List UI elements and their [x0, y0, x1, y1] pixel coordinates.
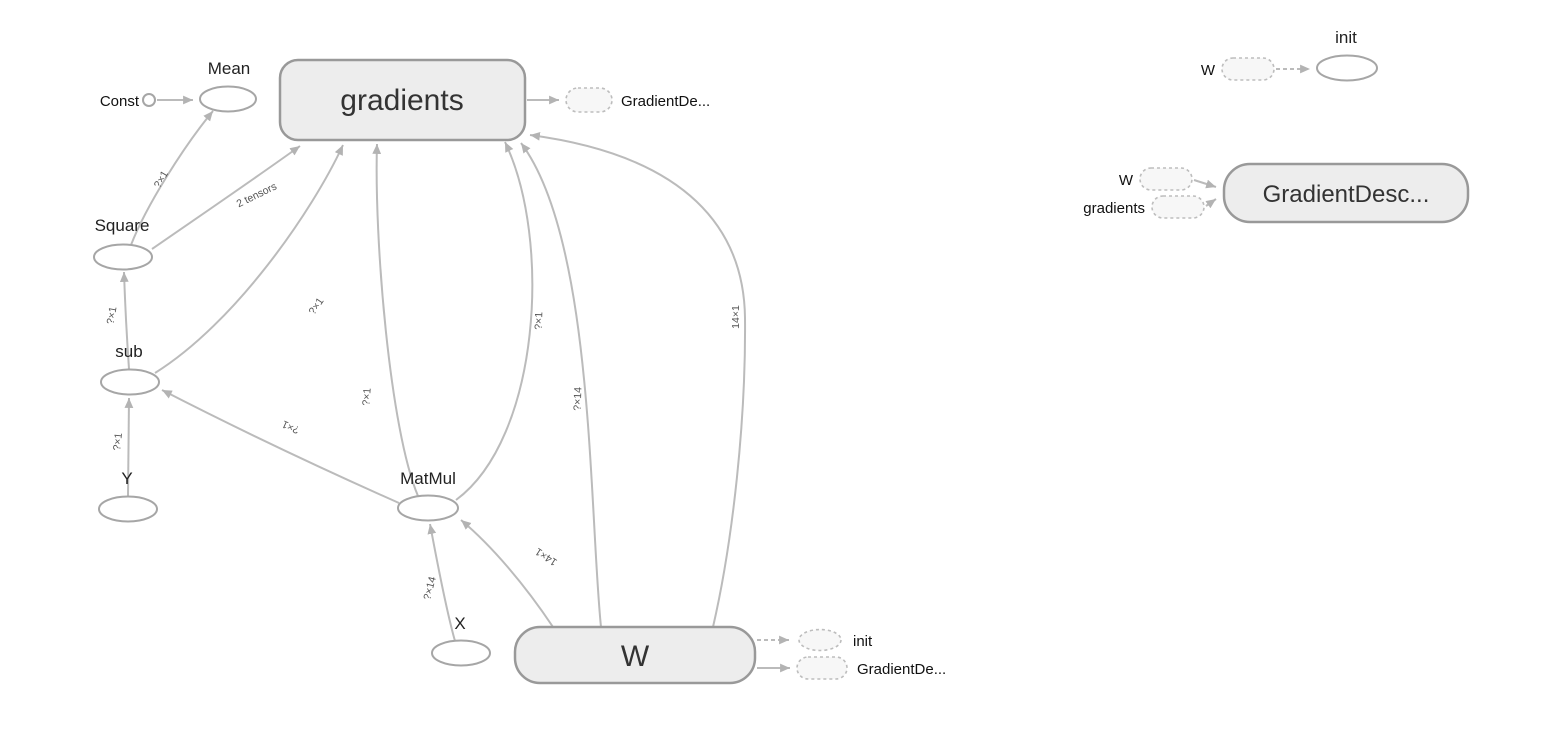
edge-square-mean: [130, 110, 214, 246]
aux-gradient-descent-group[interactable]: W gradients GradientDesc...: [1083, 162, 1470, 224]
edge-label-square-mean: ?×1: [152, 169, 171, 191]
edge-sub-square: [119, 271, 130, 370]
square-shape: [93, 243, 153, 271]
aux-gd-input-gradients-label: gradients: [1083, 200, 1145, 217]
x-label: X: [454, 614, 465, 633]
mean-label: Mean: [208, 59, 251, 78]
w-gd-ref-label: GradientDe...: [857, 661, 946, 678]
sub-shape: [100, 368, 160, 396]
matmul-shape: [397, 494, 459, 522]
aux-init-group[interactable]: init W: [1201, 28, 1378, 82]
y-shape: [98, 495, 158, 523]
node-square[interactable]: Square: [93, 216, 153, 271]
edge-sub-gradients: [154, 144, 344, 374]
main-graph: ?×1 2 tensors ?×1 ?×1 ?×1 ?×1 ?×1 ?×1 ?×…: [93, 58, 946, 685]
node-gradients[interactable]: gradients: [278, 58, 527, 142]
edge-label-square-gradients: 2 tensors: [235, 180, 279, 210]
annotation-w-init[interactable]: init: [798, 628, 873, 652]
gradients-output-ref-label: GradientDe...: [621, 93, 710, 110]
edge-label-w-gradients-b: 14×1: [730, 305, 742, 329]
edge-label-w-gradients-a: ?×14: [572, 387, 585, 411]
node-w[interactable]: W: [513, 625, 757, 685]
aux-gd-input-gradients-stub[interactable]: [1151, 195, 1205, 219]
edge-label-matmul-sub: ?×1: [280, 418, 301, 436]
square-label: Square: [95, 216, 150, 235]
node-y[interactable]: Y: [98, 469, 158, 523]
edge-w-gradients-a: [520, 142, 602, 628]
edge-label-sub-square: ?×1: [105, 306, 120, 326]
w-init-ref-label: init: [853, 633, 873, 650]
edge-x-matmul: [427, 523, 456, 642]
w-init-ref-shape: [798, 628, 842, 652]
edge-label-w-matmul: 14×1: [533, 545, 560, 568]
gradients-label: gradients: [340, 84, 463, 117]
edge-label-matmul-gradients-b: ?×1: [533, 312, 546, 330]
edge-y-sub: [124, 397, 134, 497]
gradients-output-ref-shape: [565, 87, 613, 113]
edge-w-gradients-b: [529, 131, 747, 628]
matmul-label: MatMul: [400, 469, 456, 488]
edge-matmul-gradients-a: [372, 143, 419, 497]
node-matmul[interactable]: MatMul: [397, 469, 459, 522]
w-shape: [513, 625, 757, 685]
node-const[interactable]: Const: [100, 93, 156, 110]
const-shape: [142, 93, 156, 107]
edge-label-matmul-gradients-a: ?×1: [360, 387, 373, 406]
edge-aux-gradients-gd: [1205, 198, 1217, 209]
w-gd-ref-shape: [796, 656, 848, 680]
w-label: W: [621, 640, 650, 673]
edge-square-gradients: [151, 145, 301, 250]
aux-init-title: init: [1335, 28, 1357, 47]
aux-graph: init W W gradients GradientDesc...: [1083, 28, 1470, 224]
edge-matmul-sub: [161, 389, 400, 504]
const-label: Const: [100, 93, 140, 110]
x-shape: [431, 639, 491, 667]
edge-label-x-matmul: ?×14: [421, 575, 438, 601]
annotation-gradients-output[interactable]: GradientDe...: [565, 87, 710, 113]
node-x[interactable]: X: [431, 614, 491, 667]
edge-label-sub-gradients: ?×1: [307, 295, 327, 317]
aux-gd-input-w-stub[interactable]: [1139, 167, 1193, 191]
node-sub[interactable]: sub: [100, 342, 160, 396]
aux-gd-shape[interactable]: [1222, 162, 1470, 224]
aux-init-input-w-stub[interactable]: [1221, 57, 1275, 81]
annotation-w-gd[interactable]: GradientDe...: [796, 656, 946, 680]
edge-matmul-gradients-b: [455, 141, 534, 501]
y-label: Y: [121, 469, 132, 488]
sub-label: sub: [115, 342, 142, 361]
node-mean[interactable]: Mean: [199, 59, 257, 113]
edge-label-y-sub: ?×1: [111, 432, 125, 451]
aux-init-input-w-label: W: [1201, 62, 1216, 79]
edge-aux-w-gd: [1193, 179, 1217, 189]
edge-w-matmul: [460, 519, 554, 628]
aux-init-shape[interactable]: [1316, 54, 1378, 82]
aux-gd-title: GradientDesc...: [1263, 181, 1430, 208]
gradients-shape: [278, 58, 527, 142]
mean-shape: [199, 85, 257, 113]
aux-gd-input-w-label: W: [1119, 172, 1134, 189]
